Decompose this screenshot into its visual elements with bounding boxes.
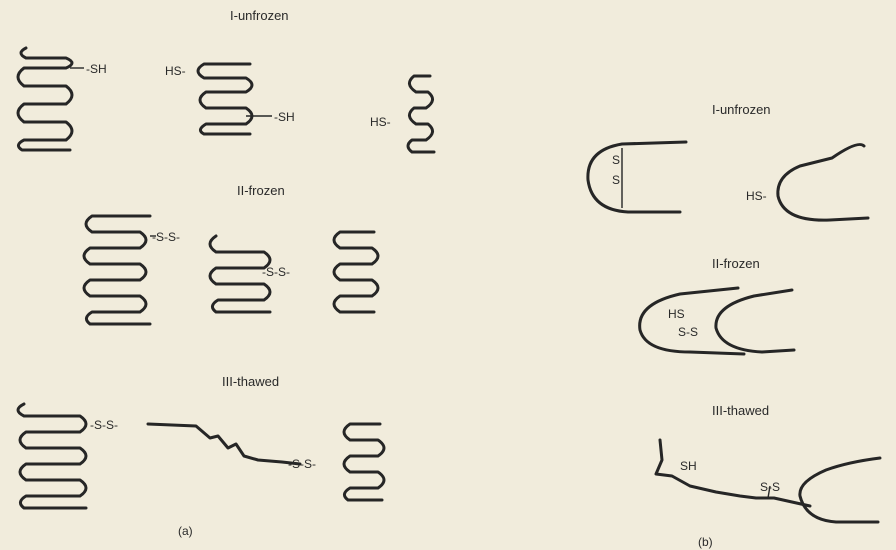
panel-a-stage3-title: III-thawed [222, 374, 279, 389]
panel-a-stage1-hs: HS- [165, 64, 186, 78]
panel-a-stage1-hs-2: HS- [370, 115, 391, 129]
panel-a-stage2-ss-1: -S-S- [152, 230, 180, 244]
panel-a-stage2-protein-1 [84, 216, 150, 324]
panel-b-stage2-title: II-frozen [712, 256, 760, 271]
panel-a-stage2-ss-2: -S-S- [262, 265, 290, 279]
panel-a-caption: (a) [178, 524, 193, 538]
panel-b-stage1-title: I-unfrozen [712, 102, 771, 117]
panel-b-stage2-hs: HS [668, 307, 685, 321]
panel-a-stage3-protein-2 [344, 424, 384, 500]
panel-a-stage3-unfolded-chain [148, 424, 300, 464]
panel-a-stage1-protein-1 [18, 48, 72, 150]
panel-a-stage2-protein-2 [210, 236, 270, 312]
panel-b: I-unfrozen S S HS- II-frozen HS S-S III-… [588, 102, 880, 549]
panel-a-stage1-sh-1: -SH [86, 62, 107, 76]
panel-b-stage1-hs: HS- [746, 189, 767, 203]
panel-b-stage3-sh: SH [680, 459, 697, 473]
panel-b-stage1-s-1: S [612, 153, 620, 167]
panel-b-stage1-s-2: S [612, 173, 620, 187]
panel-b-stage3-unfolded-chain [656, 440, 810, 506]
panel-b-stage3-ss: S-S [760, 480, 780, 494]
panel-b-stage3-hairpin [800, 458, 880, 522]
panel-a-stage1-protein-3 [408, 76, 434, 152]
panel-b-stage2-hairpin-2 [716, 290, 794, 352]
panel-b-stage1-hairpin-1 [588, 142, 686, 212]
panel-b-stage1-hairpin-2 [778, 145, 868, 221]
panel-a-stage3-ss-2: -S-S- [288, 457, 316, 471]
panel-a-stage3-ss-1: -S-S- [90, 418, 118, 432]
panel-a-stage1-title: I-unfrozen [230, 8, 289, 23]
panel-a-stage1-protein-2 [198, 64, 252, 134]
panel-a-stage1-sh-2: -SH [274, 110, 295, 124]
panel-a-stage2-protein-3 [334, 232, 378, 312]
panel-b-caption: (b) [698, 535, 713, 549]
panel-b-stage2-ss: S-S [678, 325, 698, 339]
panel-a-stage2-title: II-frozen [237, 183, 285, 198]
panel-a-stage3-protein-1 [18, 404, 86, 508]
panel-a: I-unfrozen -SH HS- -SH HS- II-frozen -S-… [18, 8, 434, 538]
panel-b-stage3-title: III-thawed [712, 403, 769, 418]
